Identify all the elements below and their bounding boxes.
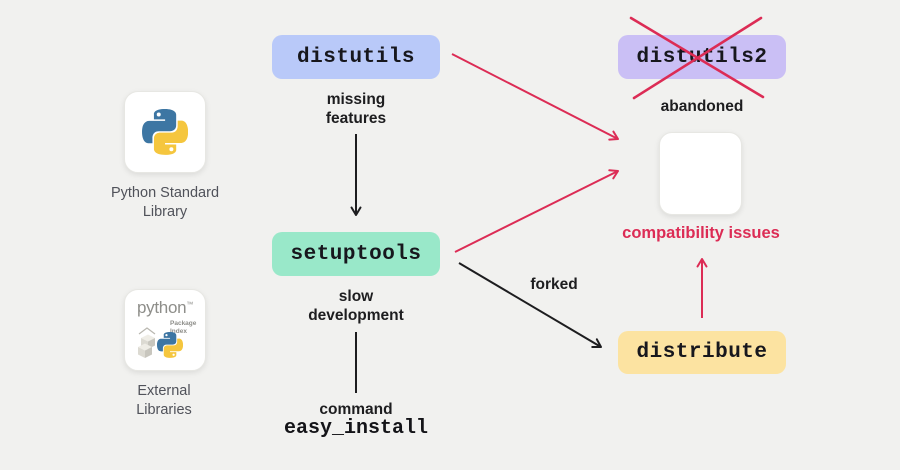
compatibility-placeholder-box [659, 132, 742, 215]
stdlib-label-line2: Library [142, 204, 188, 220]
pypi-wordmark: python™ [137, 298, 193, 317]
annotation-missing-features: missing features [325, 91, 387, 127]
pypi-subtitle: Package Index [170, 320, 197, 335]
arrow-distutils-to-compatibility [451, 53, 619, 141]
node-distribute: distribute [618, 331, 786, 374]
mini-python-logo-icon [157, 332, 183, 358]
python-logo-icon [142, 109, 188, 155]
edge-forked-label: forked [530, 276, 578, 293]
trademark-symbol: ™ [186, 301, 193, 309]
stdlib-label: Python Standard Library [85, 184, 245, 222]
node-setuptools: setuptools [272, 232, 440, 276]
caption-command: command [319, 401, 393, 418]
annotation-compatibility-issues: compatibility issues [622, 224, 780, 242]
annotation-slow-development: slow development [308, 288, 404, 324]
annotation-abandoned: abandoned [660, 98, 744, 115]
python-logo-card [124, 91, 206, 173]
external-label-line2: Libraries [136, 402, 192, 418]
stdlib-label-line1: Python Standard [110, 185, 220, 201]
node-distutils2: distutils2 [618, 35, 786, 79]
node-distutils: distutils [272, 35, 440, 79]
pypi-crates-and-logo [135, 324, 197, 366]
command-easy-install: easy_install [283, 417, 429, 440]
pypi-logo-card: python™ Package Index [124, 289, 206, 371]
external-label-line1: External [137, 383, 191, 399]
external-label: External Libraries [84, 382, 244, 420]
crates-icon [138, 327, 156, 358]
